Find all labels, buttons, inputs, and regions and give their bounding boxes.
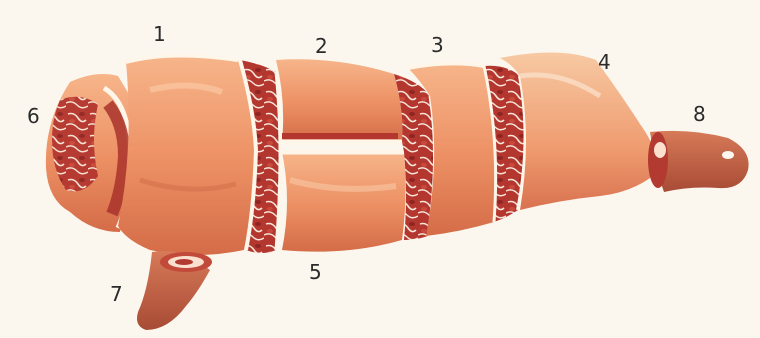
section-5-cut [282, 152, 406, 252]
label-3: 3 [431, 35, 444, 55]
label-8: 8 [693, 104, 706, 124]
section-8-shank [648, 131, 749, 192]
section-6-cut [46, 74, 133, 232]
section-7-hock [137, 251, 212, 330]
label-1: 1 [153, 24, 166, 44]
label-5: 5 [309, 262, 322, 282]
label-6: 6 [27, 106, 40, 126]
section-2-cut [276, 59, 402, 142]
section-1-cut [118, 55, 256, 255]
label-7: 7 [110, 284, 123, 304]
label-2: 2 [315, 36, 328, 56]
label-4: 4 [598, 52, 611, 72]
